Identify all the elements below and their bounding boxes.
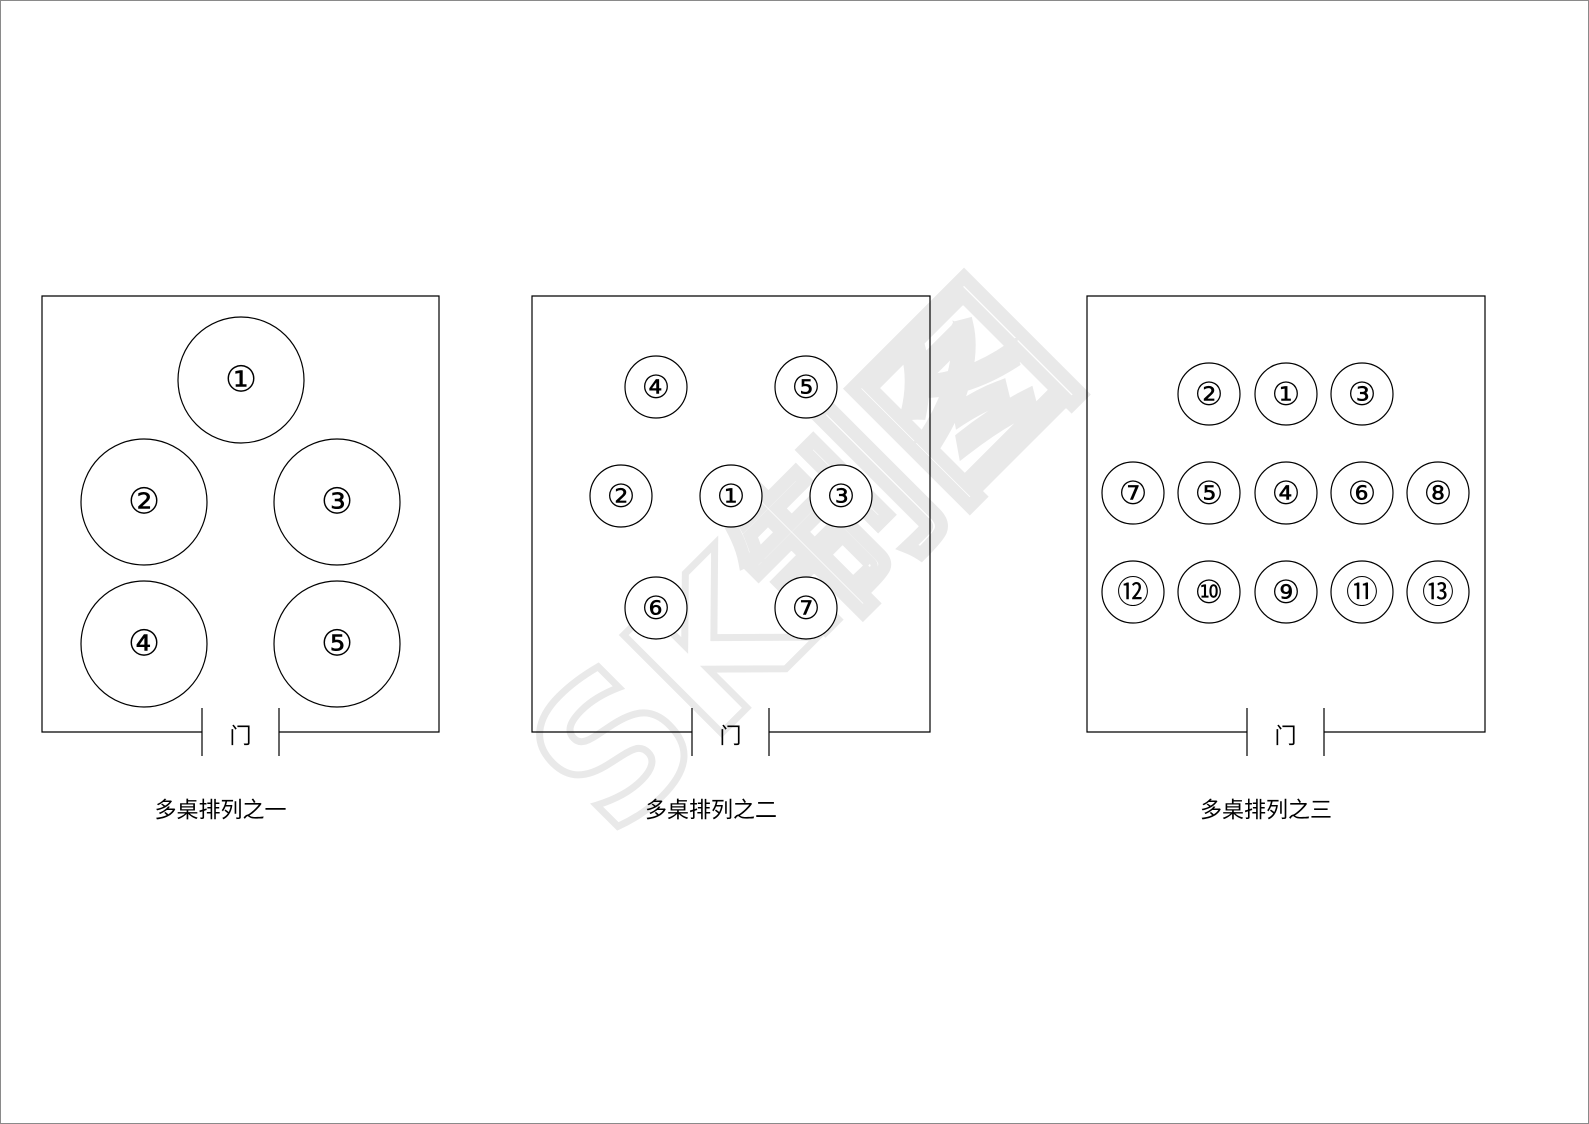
table-number: ⑤ [321,624,353,665]
table-circle [177,316,305,444]
table-number: ③ [827,477,856,515]
diagram-caption: 多桌排列之二 [645,799,777,824]
table-circle [809,464,873,528]
table: ① [1254,362,1318,426]
table-circle [1406,461,1470,525]
door-label: 门 [229,725,251,750]
table: ⑩ [1177,560,1241,624]
table: ⑪ [1330,560,1394,624]
table-circle [80,438,208,566]
table: ③ [1330,362,1394,426]
table: ② [80,438,208,566]
room-outline [41,295,440,733]
table-number: ④ [128,624,160,665]
table: ④ [80,580,208,708]
table-circle [273,438,401,566]
table: ⑤ [774,355,838,419]
room-outline [531,295,931,733]
door-label: 门 [1274,725,1296,750]
table-circle [1101,560,1165,624]
table-number: ① [717,477,746,515]
room-outline [1086,295,1486,733]
diagram-caption: 多桌排列之一 [154,799,286,824]
table-number: ⑥ [642,589,671,627]
table: ① [177,316,305,444]
table-circle [774,576,838,640]
table: ④ [624,355,688,419]
table-circle [1177,461,1241,525]
table-circle [80,580,208,708]
table-circle [1406,560,1470,624]
table-number: ⑤ [792,368,821,406]
table-circle [699,464,763,528]
table-circle [624,576,688,640]
table-circle [589,464,653,528]
table-number: ① [1272,375,1301,413]
table-circle [774,355,838,419]
table-circle [1177,560,1241,624]
table-number: ⑩ [1195,573,1224,611]
table: ⑫ [1101,560,1165,624]
table: ② [589,464,653,528]
table: ⑤ [1177,461,1241,525]
table: ③ [273,438,401,566]
table: ⑥ [624,576,688,640]
table-number: ⑫ [1117,573,1149,611]
table: ⑬ [1406,560,1470,624]
table: ② [1177,362,1241,426]
diagram-2: 门 ④ ⑤ ② ① ③ ⑥ ⑦ 多桌排列之二 [531,295,931,824]
diagram-1: 门 ① ② ③ ④ ⑤ 多桌排列之一 [41,295,440,824]
table-number: ② [1195,375,1224,413]
table-number: ③ [321,482,353,523]
table-number: ④ [642,368,671,406]
table-number: ⑧ [1424,474,1453,512]
table-number: ② [128,482,160,523]
diagram-3: 门 ② ① ③ ⑦ ⑤ ④ ⑥ ⑧ ⑫ ⑩ ⑨ ⑪ ⑬ 多桌排列之三 [1086,295,1486,824]
table-number: ⑤ [1195,474,1224,512]
table-number: ⑨ [1272,573,1301,611]
table-number: ② [607,477,636,515]
table-circle [273,580,401,708]
table-circle [1254,461,1318,525]
table: ① [699,464,763,528]
watermark-text: SK制图 [488,248,1114,874]
table-circle [1330,362,1394,426]
table-circle [624,355,688,419]
table: ⑤ [273,580,401,708]
watermark: SK制图 [485,245,1118,878]
table: ⑦ [774,576,838,640]
table-number: ⑪ [1346,573,1378,611]
table-circle [1177,362,1241,426]
table: ⑧ [1406,461,1470,525]
table-circle [1101,461,1165,525]
table-number: ⑦ [792,589,821,627]
door-label: 门 [719,725,741,750]
table: ⑨ [1254,560,1318,624]
table-number: ⑥ [1348,474,1377,512]
table: ⑦ [1101,461,1165,525]
table-number: ③ [1348,375,1377,413]
table-number: ① [225,360,257,401]
table-circle [1254,362,1318,426]
table-number: ④ [1272,474,1301,512]
table-circle [1254,560,1318,624]
table-number: ⑬ [1422,573,1454,611]
table-number: ⑦ [1119,474,1148,512]
diagram-caption: 多桌排列之三 [1200,799,1332,824]
table-circle [1330,461,1394,525]
table-circle [1330,560,1394,624]
table: ③ [809,464,873,528]
table: ⑥ [1330,461,1394,525]
table: ④ [1254,461,1318,525]
